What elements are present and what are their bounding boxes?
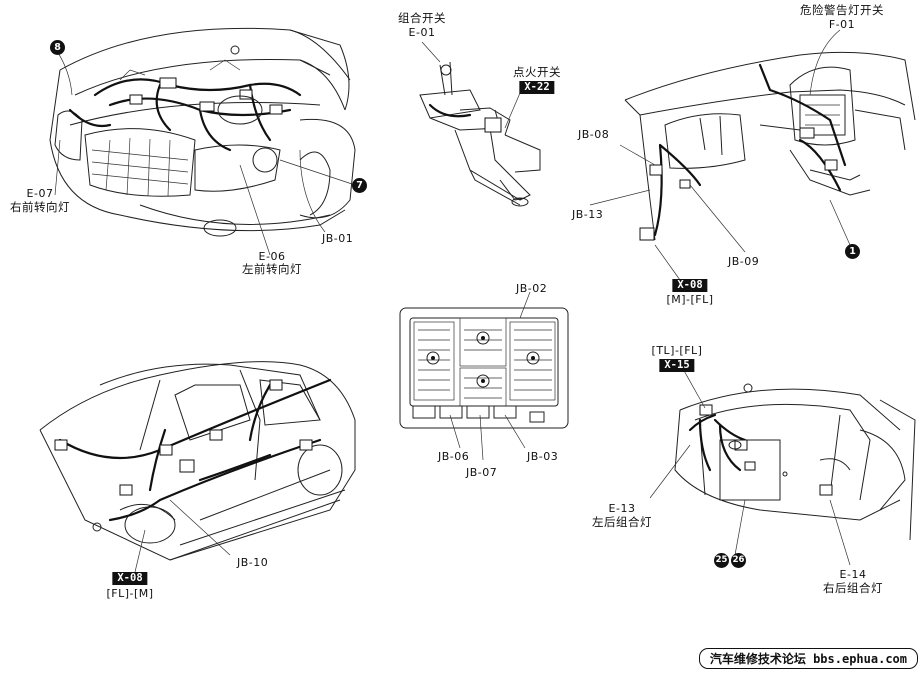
- callout-badge-8: 8: [50, 40, 65, 55]
- label-e07-name: 右前转向灯: [10, 200, 70, 214]
- label-x08-top-sub: [M]-[FL]: [666, 293, 714, 306]
- label-e01-code: E-01: [408, 26, 436, 39]
- tag-x15: X-15: [659, 359, 695, 372]
- tag-x08-top: X-08: [672, 279, 708, 292]
- callout-badge-25: 25: [714, 553, 729, 568]
- label-f01-name: 危险警告灯开关: [800, 3, 884, 17]
- label-e06-code: E-06: [258, 250, 286, 263]
- forum-watermark: 汽车维修技术论坛 bbs.ephua.com: [698, 648, 918, 669]
- steering-column-illustration: [419, 41, 541, 207]
- dashboard-illustration: [589, 29, 916, 281]
- label-x15-sub: [TL]-[FL]: [651, 344, 703, 357]
- label-x08-bottom-sub: [FL]-[M]: [106, 587, 154, 600]
- label-jb10: JB-10: [237, 556, 269, 569]
- label-e13-name: 左后组合灯: [592, 515, 652, 529]
- tag-x22: X-22: [519, 81, 555, 94]
- tag-x08-bottom: X-08: [112, 572, 148, 585]
- callout-badge-26: 26: [731, 553, 746, 568]
- label-jb01: JB-01: [322, 232, 354, 245]
- label-e07-code: E-07: [26, 187, 54, 200]
- label-e01-name: 组合开关: [398, 11, 446, 25]
- label-e06-name: 左前转向灯: [242, 262, 302, 276]
- label-jb09: JB-09: [728, 255, 760, 268]
- label-jb06: JB-06: [438, 450, 470, 463]
- label-jb07: JB-07: [466, 466, 498, 479]
- callout-badge-7: 7: [352, 178, 367, 193]
- label-x22-name: 点火开关: [513, 65, 561, 79]
- label-jb13: JB-13: [572, 208, 604, 221]
- label-jb03: JB-03: [527, 450, 559, 463]
- label-e13-code: E-13: [608, 502, 636, 515]
- car-side-illustration: [39, 361, 356, 573]
- rear-trunk-illustration: [649, 359, 916, 566]
- callout-badge-1: 1: [845, 244, 860, 259]
- label-f01-code: F-01: [828, 18, 856, 31]
- label-e14-name: 右后组合灯: [823, 581, 883, 595]
- junction-box-illustration: [399, 291, 569, 461]
- label-jb02: JB-02: [516, 282, 548, 295]
- engine-bay-illustration: [49, 27, 356, 256]
- label-jb08: JB-08: [578, 128, 610, 141]
- label-e14-code: E-14: [839, 568, 867, 581]
